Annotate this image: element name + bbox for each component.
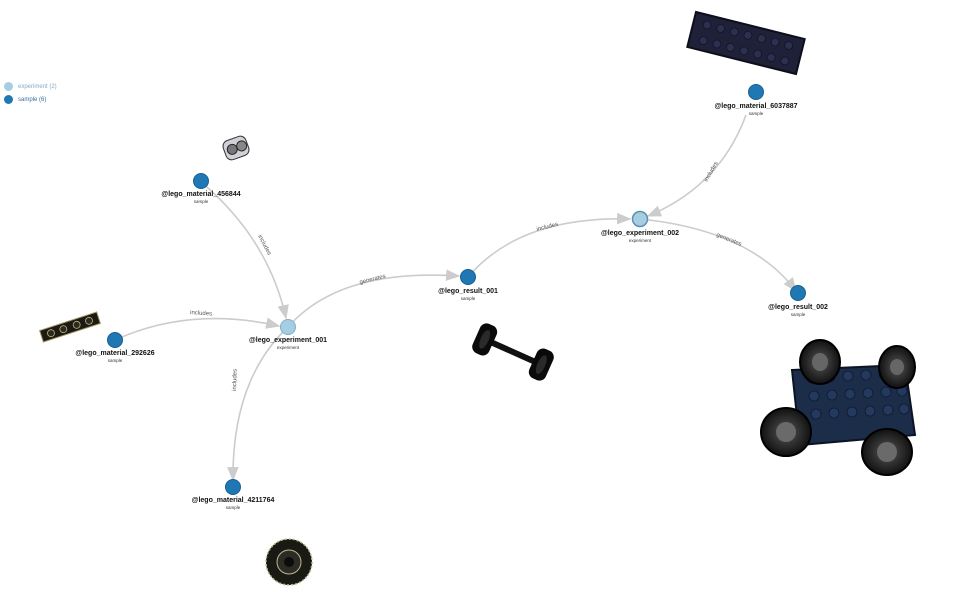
node-lego-material-6037887[interactable]: @lego_material_6037887 sample [714,84,798,117]
lego-axle-wheels-image [472,323,554,381]
edge-result001-to-exp002[interactable] [467,212,632,278]
node-label: @lego_experiment_001 [249,337,327,344]
node-label: @lego_material_4211764 [192,497,275,504]
lego-plate-4x6-image [686,10,806,76]
edge-6037887-to-exp002[interactable] [646,114,747,217]
node-lego-result-001[interactable]: @lego_result_001 sample [438,269,498,302]
legend-item-sample[interactable]: sample (6) [4,93,57,106]
node-lego-material-4211764[interactable]: @lego_material_4211764 sample [192,479,275,511]
legend-dot-experiment [4,82,13,91]
node-type: sample [749,111,764,116]
node-label: @lego_material_292626 [75,350,154,357]
node-label: @lego_material_6037887 [714,103,797,110]
edge-456844-to-exp001[interactable] [200,181,289,320]
node-type: experiment [277,345,300,350]
edge-292626-to-exp001[interactable] [114,317,281,341]
node-lego-result-002[interactable]: @lego_result_002 sample [768,285,828,318]
edge-exp001-to-4211764[interactable] [227,326,289,482]
legend: experiment (2) sample (6) [4,80,57,106]
legend-dot-sample [4,95,13,104]
lego-bushing-image [222,135,250,161]
node-type: sample [194,199,209,204]
edge-label: generates [715,232,742,248]
lego-plate-1x4-image [38,311,102,343]
node-type: sample [226,505,241,510]
edge-label: includes [704,161,720,183]
edge-label: includes [232,369,239,391]
edge-label: includes [190,310,212,318]
node-type: sample [108,358,123,363]
legend-label-sample: sample (6) [18,96,47,103]
node-label: @lego_result_001 [438,288,498,295]
node-label: @lego_material_456844 [161,191,240,198]
node-type: sample [791,312,806,317]
node-lego-material-456844[interactable]: @lego_material_456844 sample [161,173,241,205]
legend-item-experiment[interactable]: experiment (2) [4,80,57,93]
edge-label: includes [256,234,272,256]
edge-label: includes [536,222,559,233]
node-label: @lego_result_002 [768,304,828,311]
node-type: sample [461,296,476,301]
edges: includes includes includes generates inc… [114,114,797,482]
node-label: @lego_experiment_002 [601,230,679,237]
edge-exp002-to-result002[interactable] [639,218,797,293]
edge-label: generates [359,274,386,286]
lego-tire-image [265,538,313,586]
lego-car-image [760,339,917,476]
node-lego-experiment-001[interactable]: @lego_experiment_001 experiment [249,319,327,351]
node-lego-material-292626[interactable]: @lego_material_292626 sample [75,332,155,364]
node-type: experiment [629,238,652,243]
legend-label-experiment: experiment (2) [18,83,57,90]
edge-exp001-to-result001[interactable] [287,269,461,328]
node-lego-experiment-002[interactable]: @lego_experiment_002 experiment [601,210,679,244]
